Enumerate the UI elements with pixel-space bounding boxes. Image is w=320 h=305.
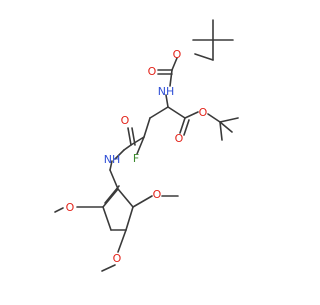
atom-label: NH <box>158 85 175 98</box>
atom-label: F <box>133 152 139 165</box>
atom-label: O <box>173 48 182 61</box>
atom-label: O <box>153 188 162 201</box>
molecule-svg: O O NH O O O F NH O O O <box>54 19 239 272</box>
atom-label: NH <box>104 153 121 166</box>
atom-label: O <box>175 132 184 145</box>
atom-label: O <box>66 201 75 214</box>
atom-label: O <box>113 252 122 265</box>
atom-label: O <box>199 106 208 119</box>
atom-label: O <box>121 114 130 127</box>
bond-lines <box>54 19 239 272</box>
molecule-structure-diagram: O O NH O O O F NH O O O <box>54 19 239 272</box>
atom-labels: O O NH O O O F NH O O O <box>66 48 208 265</box>
atom-label: O <box>148 65 157 78</box>
